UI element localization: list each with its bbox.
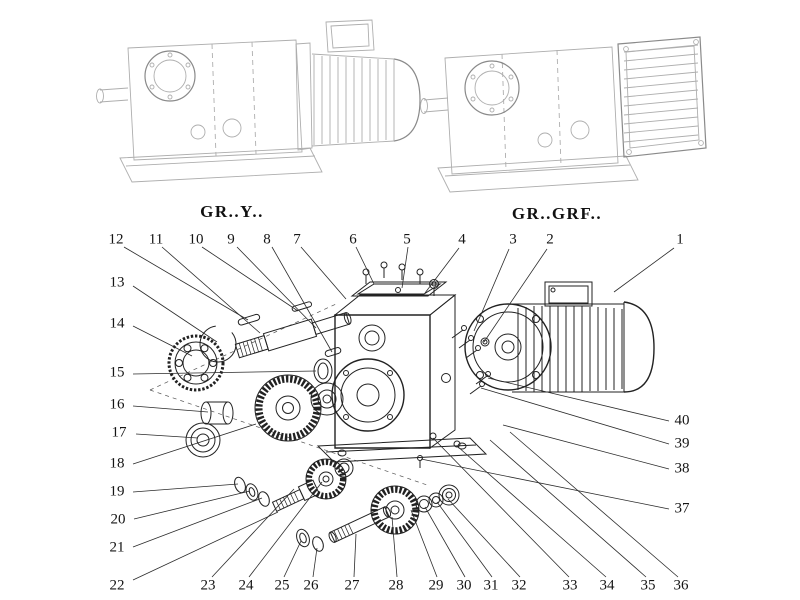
part-number-15: 15	[109, 364, 125, 381]
assembled-view-right	[420, 36, 707, 193]
part-number-36: 36	[673, 577, 689, 594]
part-number-6: 6	[349, 231, 357, 248]
model-label-left: GR..Y..	[200, 202, 264, 221]
part-number-1: 1	[676, 231, 684, 248]
output-shaft-drawing	[296, 484, 460, 552]
part-number-9: 9	[227, 231, 235, 248]
part-number-22: 22	[109, 577, 125, 594]
part-number-32: 32	[511, 577, 527, 594]
part-number-19: 19	[109, 483, 125, 500]
part-number-21: 21	[109, 539, 125, 556]
part-number-4: 4	[458, 231, 466, 248]
part-number-5: 5	[403, 231, 411, 248]
motor-drawing	[451, 281, 655, 395]
part-number-10: 10	[188, 231, 204, 248]
part-number-34: 34	[599, 577, 615, 594]
part-number-39: 39	[674, 435, 690, 452]
part-number-23: 23	[200, 577, 216, 594]
part-number-24: 24	[238, 577, 254, 594]
part-number-29: 29	[428, 577, 444, 594]
part-number-14: 14	[109, 315, 125, 332]
part-number-12: 12	[108, 231, 124, 248]
part-number-2: 2	[546, 231, 554, 248]
part-number-17: 17	[111, 424, 127, 441]
part-number-18: 18	[109, 455, 125, 472]
leader-lines	[123, 246, 679, 581]
gear-housing-drawing	[316, 261, 488, 468]
part-number-37: 37	[674, 500, 690, 517]
part-number-11: 11	[148, 231, 164, 248]
part-number-33: 33	[562, 577, 578, 594]
part-number-3: 3	[509, 231, 517, 248]
part-number-40: 40	[674, 412, 690, 429]
assembled-view-left	[96, 19, 421, 183]
model-label-right: GR..GRF..	[511, 204, 603, 223]
part-number-16: 16	[109, 396, 125, 413]
input-shaft-drawing	[167, 301, 352, 392]
part-number-31: 31	[483, 577, 499, 594]
part-number-28: 28	[388, 577, 404, 594]
part-number-35: 35	[640, 577, 656, 594]
cover-bolts-drawing	[362, 261, 439, 296]
flange-bolts-drawing	[451, 325, 491, 395]
part-number-27: 27	[344, 577, 360, 594]
part-number-13: 13	[109, 274, 125, 291]
part-number-30: 30	[456, 577, 472, 594]
part-number-20: 20	[110, 511, 126, 528]
part-number-25: 25	[274, 577, 290, 594]
part-number-26: 26	[303, 577, 319, 594]
part-number-7: 7	[293, 231, 301, 248]
intermediate-gear-drawing	[185, 374, 354, 513]
part-number-38: 38	[674, 460, 690, 477]
part-number-8: 8	[263, 231, 271, 248]
